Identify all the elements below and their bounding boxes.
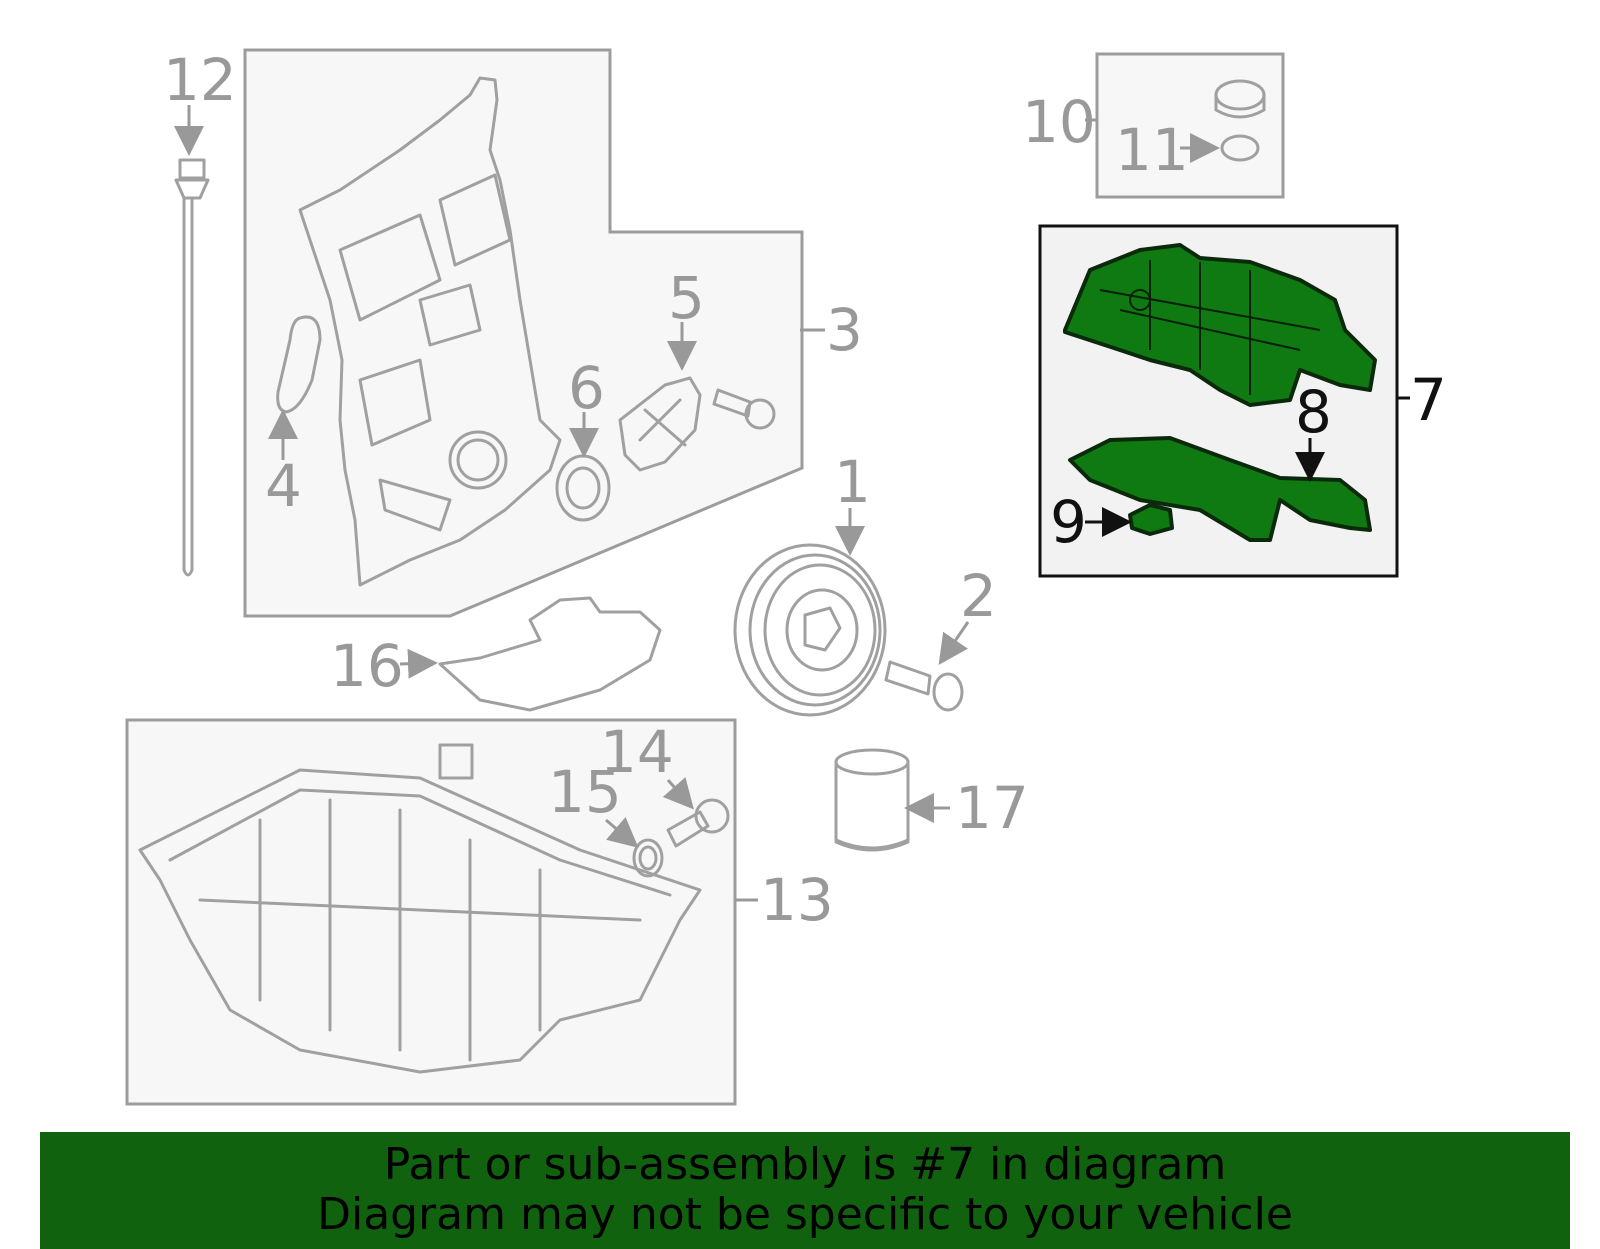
valve-cover-part-7 <box>1063 243 1377 407</box>
callout-5: 5 <box>668 264 705 332</box>
grommet-part-9 <box>1128 503 1174 536</box>
group-box-10 <box>1095 52 1285 199</box>
callout-8: 8 <box>1295 378 1332 446</box>
drain-bolt-part-14 <box>666 798 730 848</box>
group-box-3 <box>243 48 804 618</box>
o-ring-part-11 <box>1220 134 1260 162</box>
callout-9: 9 <box>1050 488 1087 556</box>
callout-7: 7 <box>1410 366 1447 434</box>
dipstick-part-12 <box>174 158 210 577</box>
cover-plate-part-5 <box>618 376 702 472</box>
callout-17: 17 <box>955 774 1029 842</box>
washer-part-15 <box>632 838 664 878</box>
oil-filter-part-17 <box>834 748 910 852</box>
banner-line-disclaimer: Diagram may not be specific to your vehi… <box>317 1189 1293 1240</box>
parts-diagram: 12 4 3 5 6 1 2 16 13 14 15 17 10 11 7 8 … <box>125 46 1447 1106</box>
callout-2: 2 <box>960 562 997 630</box>
baffle-part-16 <box>438 596 662 712</box>
callout-3: 3 <box>826 296 863 364</box>
callout-4: 4 <box>265 452 302 520</box>
callout-10: 10 <box>1022 88 1096 156</box>
gasket-part-8 <box>1068 436 1372 542</box>
callout-12: 12 <box>163 46 237 114</box>
timing-cover-part <box>298 76 562 587</box>
bolt-part <box>712 388 776 430</box>
callout-1: 1 <box>834 448 871 516</box>
callout-15: 15 <box>548 758 622 826</box>
bolt-part-2 <box>884 660 964 712</box>
oil-pan-part-13 <box>138 768 702 1074</box>
oil-cap-part-10 <box>1214 79 1266 119</box>
callout-6: 6 <box>568 354 605 422</box>
callout-16: 16 <box>330 632 404 700</box>
pulley-part-1 <box>733 543 887 717</box>
callout-14: 14 <box>600 718 674 786</box>
part-info-banner: Part or sub-assembly is #7 in diagram Di… <box>40 1132 1570 1249</box>
callout-11: 11 <box>1115 116 1189 184</box>
callout-13: 13 <box>760 866 834 934</box>
banner-line-part: Part or sub-assembly is #7 in diagram <box>383 1139 1227 1190</box>
drain-cap-part <box>438 743 474 780</box>
